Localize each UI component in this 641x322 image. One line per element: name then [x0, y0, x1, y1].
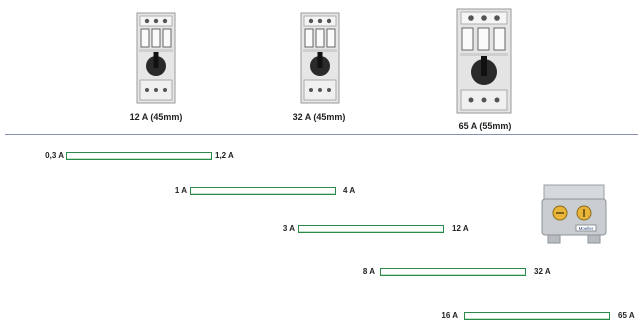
range-max-label: 12 A — [452, 224, 469, 233]
range-min-label: 3 A — [282, 224, 295, 233]
breaker-caption: 12 A (45mm) — [129, 112, 183, 122]
range-bar — [298, 225, 444, 233]
range-min-label: 16 A — [441, 311, 458, 320]
breaker-caption: 65 A (55mm) — [458, 121, 512, 131]
range-row: 16 A 65 A — [0, 311, 641, 322]
range-max-label: 32 A — [534, 267, 551, 276]
range-max-label: 4 A — [343, 186, 356, 195]
range-bar — [190, 187, 336, 195]
range-row: 0,3 A 4 A 1,2 A — [0, 151, 641, 162]
range-max-label: 65 A — [618, 311, 635, 320]
accessory-module-image: Moeller — [541, 184, 607, 244]
range-bar — [380, 268, 526, 276]
motor-breaker-32a-image — [300, 12, 340, 104]
motor-breaker-12a-image — [136, 12, 176, 104]
range-row: 3 A 12 A — [0, 224, 641, 235]
accessory-brand-logo: Moeller — [579, 226, 594, 231]
section-divider — [5, 134, 638, 135]
range-min-label: 1 A — [174, 186, 187, 195]
range-row: 8 A 32 A — [0, 267, 641, 278]
range-row: 1 A 4 A — [0, 186, 641, 197]
motor-breaker-65a-image — [456, 8, 512, 114]
breaker-caption: 32 A (45mm) — [292, 112, 346, 122]
range-min-label: 0,3 A — [45, 151, 64, 160]
range-max-label: 1,2 A — [215, 151, 234, 160]
range-bar — [66, 152, 212, 160]
range-min-label: 8 A — [362, 267, 375, 276]
range-bar — [464, 312, 610, 320]
